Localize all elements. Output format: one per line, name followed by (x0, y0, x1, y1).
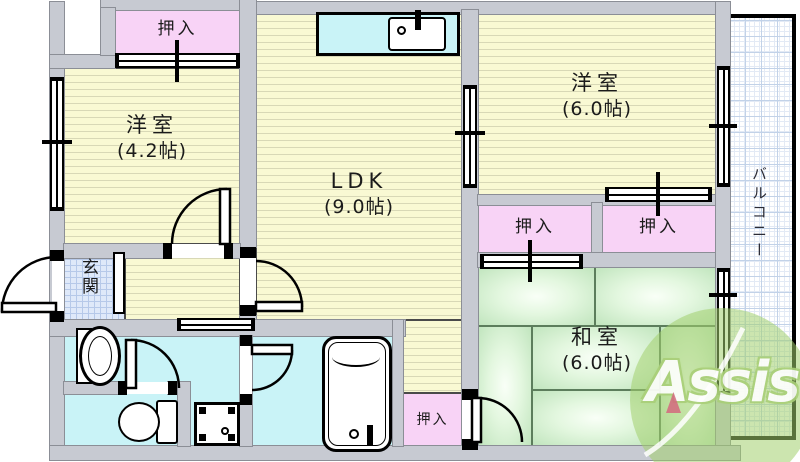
door-opening (240, 346, 252, 394)
room-ldk-floor (256, 14, 462, 320)
room-size: (9.0帖) (323, 196, 395, 219)
wall (101, 0, 256, 10)
door-opening (240, 258, 256, 305)
door-jamb (240, 335, 252, 346)
closet-center-left-label: 押入 (515, 217, 555, 237)
room-name: 洋室 (126, 113, 178, 137)
washbasin-bowl (88, 336, 112, 376)
sliding-door-tick (528, 240, 532, 282)
closet-bottom-floor (403, 393, 462, 446)
window-tick (42, 140, 72, 144)
bathtub-icon (322, 336, 392, 452)
door-arc-entrance (0, 255, 58, 313)
door-jamb (224, 243, 233, 259)
wall (64, 244, 169, 258)
wall (50, 55, 115, 68)
door-jamb (240, 305, 256, 316)
door-jamb (240, 247, 256, 258)
entrance-door-opening (52, 261, 64, 311)
wall (178, 382, 190, 446)
wall (50, 2, 64, 455)
room-size: (6.0帖) (561, 352, 633, 375)
window-tick (455, 131, 485, 135)
closet-center-left-floor (478, 203, 592, 253)
door-jamb (240, 394, 252, 405)
tub-drain (349, 429, 359, 439)
door-opening (126, 382, 170, 394)
toilet-icon (118, 402, 160, 442)
balcony-label: バルコニー (750, 166, 768, 261)
door-opening (462, 400, 478, 439)
sliding-door-tick (656, 172, 660, 216)
closet-center-right-label: 押入 (639, 217, 679, 237)
hallway-floor (125, 251, 240, 320)
room-name: 洋室 (571, 71, 623, 95)
sliding-door-icon (177, 318, 255, 331)
room-western-small-label: 洋室 (4.2帖) (64, 112, 240, 164)
window-icon (50, 77, 64, 211)
wall (50, 446, 740, 460)
wall (64, 382, 120, 394)
door-jamb (50, 311, 64, 322)
room-size: (6.0帖) (561, 98, 633, 121)
hall-bottom-floor (403, 320, 462, 393)
wall (101, 8, 115, 55)
washing-machine-pan (194, 402, 240, 446)
window-icon (463, 85, 477, 188)
room-western-large-floor (478, 14, 716, 195)
door-jamb (168, 381, 177, 395)
door-jamb (118, 381, 127, 395)
sliding-door-tick (175, 40, 179, 82)
wall (393, 320, 403, 446)
room-ldk-label: LDK (9.0帖) (256, 168, 462, 220)
door-jamb (50, 250, 64, 261)
door-jamb (462, 389, 478, 400)
tatami-mat (478, 267, 595, 326)
wall (240, 2, 730, 14)
entrance-door-leaf (113, 252, 125, 314)
room-japanese-label: 和室 (6.0帖) (478, 324, 716, 376)
room-name: LDK (330, 169, 388, 193)
entrance-label: 玄関 (78, 258, 98, 296)
sink-drain (397, 26, 406, 35)
window-tick (709, 293, 737, 297)
room-western-large-label: 洋室 (6.0帖) (478, 70, 716, 122)
door-jamb (163, 243, 172, 259)
door-opening (169, 244, 227, 258)
closet-bottom-label: 押入 (416, 412, 449, 428)
wall (592, 203, 602, 253)
window-tick (709, 124, 737, 128)
door-jamb (462, 439, 478, 450)
faucet-icon (415, 10, 421, 30)
wall (240, 0, 256, 247)
door-leaf-entrance (0, 301, 58, 314)
closet-top-left-label: 押入 (157, 19, 198, 39)
room-name: 和室 (571, 325, 623, 349)
room-size: (4.2帖) (116, 140, 188, 163)
wall (478, 195, 716, 205)
pan-drain (221, 427, 229, 435)
